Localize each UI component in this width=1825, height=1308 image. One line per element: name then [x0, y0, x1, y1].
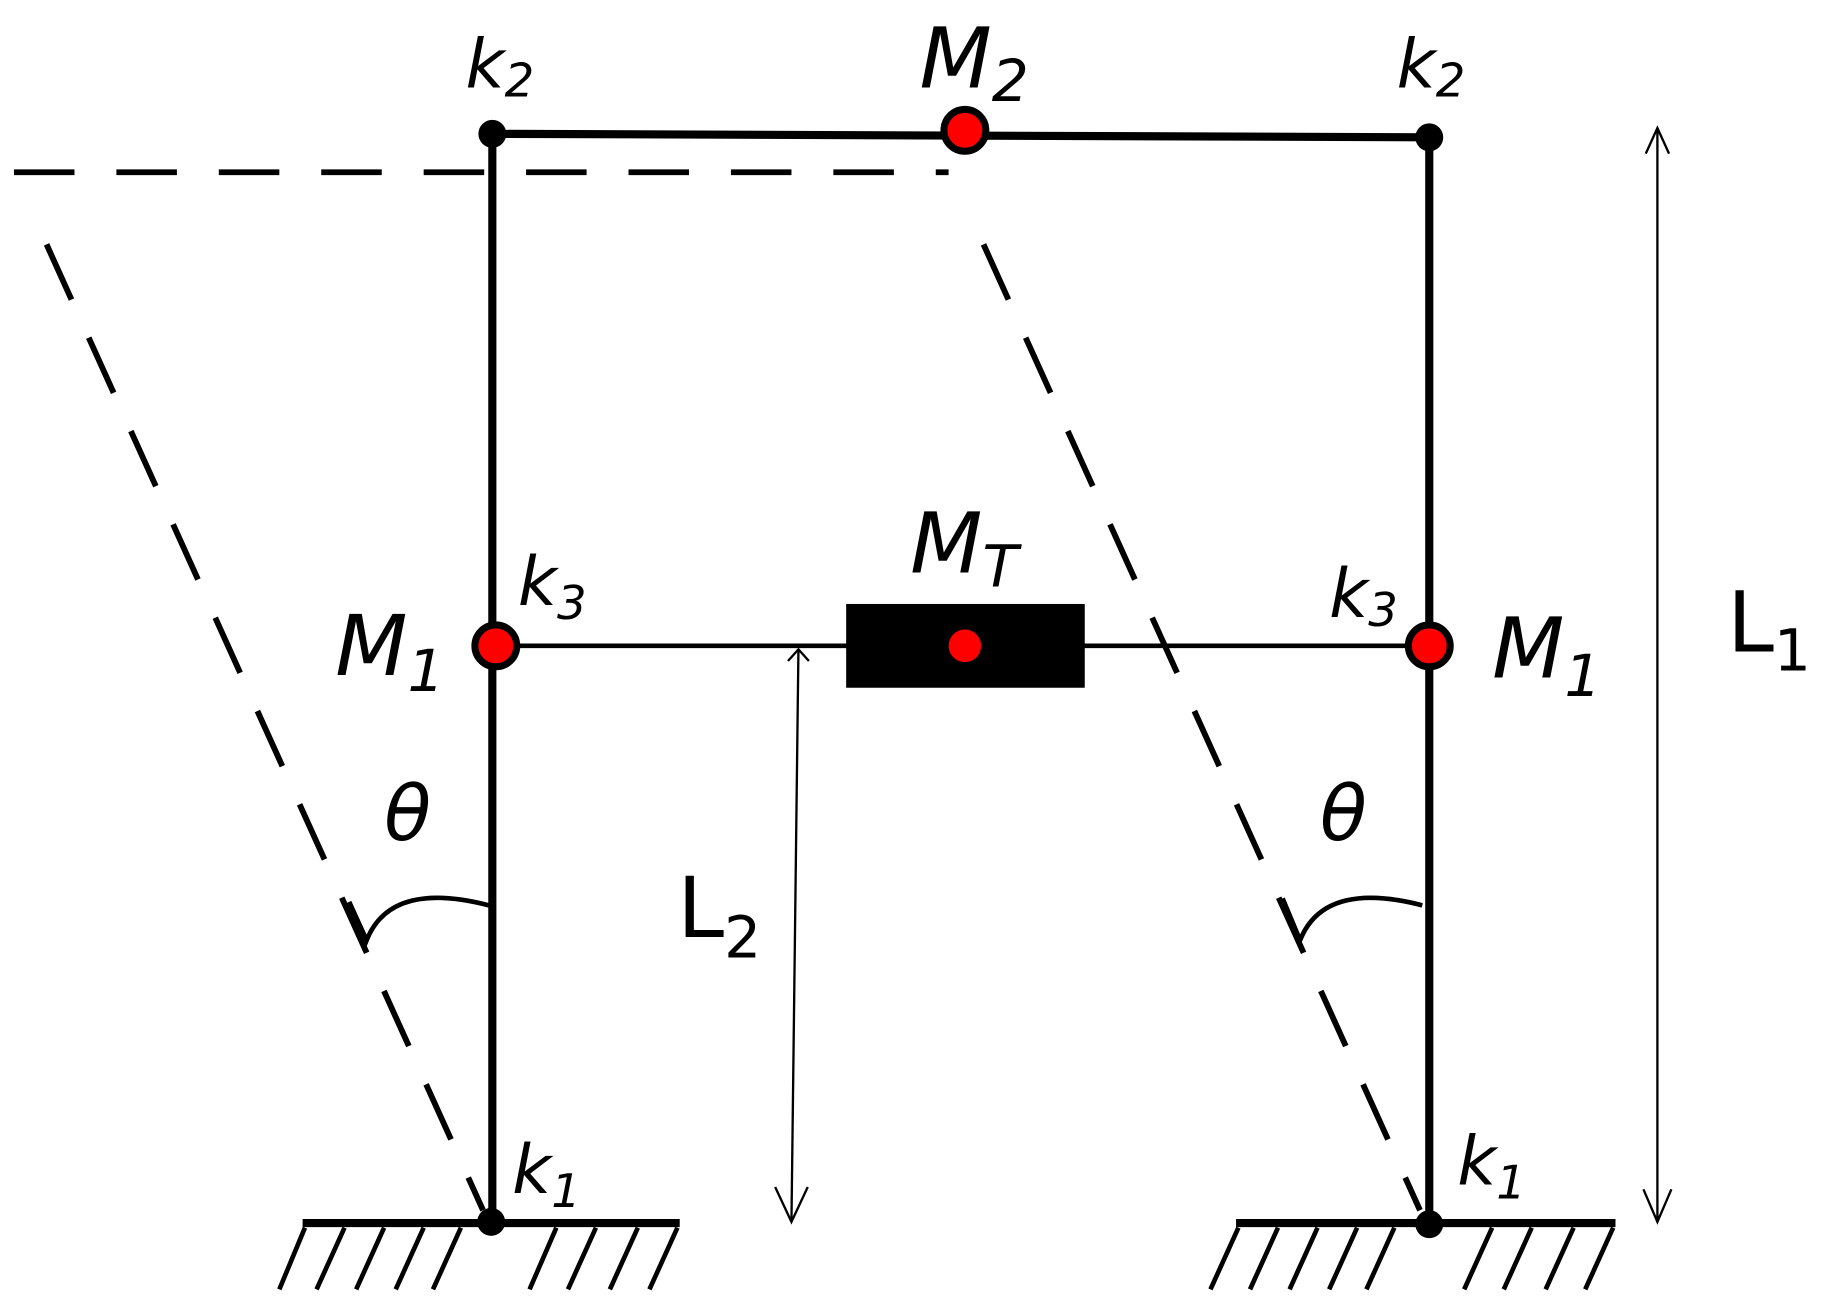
- dimension-L1: [1642, 125, 1673, 1225]
- joints: [477, 119, 1444, 1239]
- theta-arc-left: [347, 895, 490, 947]
- label-k2-left: k2: [466, 24, 535, 107]
- label-k1-right: k1: [1457, 1122, 1526, 1210]
- label-k3-right: k3: [1329, 554, 1398, 637]
- label-k1-left: k1: [512, 1130, 581, 1218]
- mass-M2: [940, 105, 990, 155]
- displaced-shape-dashed: [13, 169, 1423, 1212]
- label-M2: M2: [919, 9, 1028, 115]
- label-theta-right: θ: [1320, 770, 1367, 859]
- label-L2: L2: [677, 859, 761, 972]
- mass-M1-right: [1404, 621, 1454, 671]
- dimension-L2: [774, 647, 810, 1225]
- label-L1: L1: [1727, 574, 1811, 685]
- label-theta-left: θ: [384, 770, 431, 859]
- label-MT: MT: [910, 495, 1022, 601]
- ground-hatching: [277, 1226, 1616, 1291]
- label-k3-left: k3: [518, 542, 587, 630]
- label-M1-left: M1: [335, 597, 444, 705]
- mass-MT: [948, 629, 982, 663]
- masses: [471, 105, 1454, 671]
- mass-M1-left: [471, 621, 521, 671]
- label-k2-right: k2: [1397, 24, 1466, 107]
- label-M1-right: M1: [1492, 599, 1601, 710]
- theta-arc-right: [1280, 895, 1423, 947]
